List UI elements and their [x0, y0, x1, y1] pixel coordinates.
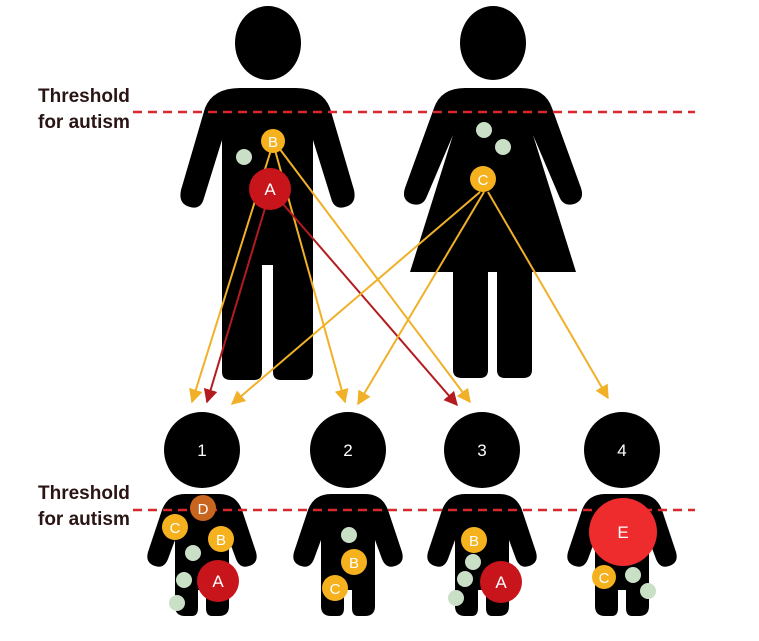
child-2-factor-c-letter: C	[330, 581, 341, 598]
child-2-factor-b-letter: B	[349, 555, 359, 572]
arrow-father-b-to-child-3	[278, 147, 471, 404]
arrow-mother-c-to-child-1	[230, 191, 481, 405]
father-factor-a-letter: A	[264, 180, 276, 199]
child-4-factor-c	[592, 565, 616, 589]
minor-factor-dot	[625, 567, 641, 583]
child-1-factor-c-letter: C	[170, 520, 181, 537]
child-4-label: 4	[617, 441, 626, 460]
child-2-head	[310, 412, 386, 488]
threshold-label-line1: Threshold	[38, 483, 130, 504]
arrow-mother-c-to-child-2	[357, 191, 485, 406]
minor-factor-dot	[495, 139, 511, 155]
minor-factor-dot	[185, 545, 201, 561]
minor-factor-dot	[476, 122, 492, 138]
child-2-label: 2	[343, 441, 352, 460]
threshold-label-line2: for autism	[38, 112, 130, 133]
minor-factor-dot	[341, 527, 357, 543]
arrow-mother-c-to-child-4	[487, 191, 609, 400]
minor-factor-dot	[640, 583, 656, 599]
threshold-label-top: Threshold for autism	[38, 84, 130, 136]
father-factor-a	[249, 168, 291, 210]
child-1-label: 1	[197, 441, 206, 460]
child-1-factor-b-letter: B	[216, 532, 226, 549]
mother-figure	[403, 6, 583, 378]
child-2-factor-c	[322, 575, 348, 601]
father-head	[235, 6, 301, 80]
child-3-factor-a-letter: A	[495, 573, 507, 592]
father-factor-b	[261, 129, 285, 153]
child-1-factor-a-letter: A	[212, 572, 224, 591]
minor-factor-dot	[236, 149, 252, 165]
child-3-label: 3	[477, 441, 486, 460]
mother-head	[460, 6, 526, 80]
mother-factor-c-letter: C	[478, 172, 489, 189]
child-1-factor-d	[190, 495, 216, 521]
child-4-factor-c-letter: C	[599, 570, 610, 587]
child-4-head	[584, 412, 660, 488]
child-1-head	[164, 412, 240, 488]
minor-factor-dot	[457, 571, 473, 587]
child-3-factor-a	[480, 561, 522, 603]
child-1-factor-b	[208, 526, 234, 552]
threshold-label-line2: for autism	[38, 509, 130, 530]
minor-factor-dot	[169, 595, 185, 611]
child-3-factor-b-letter: B	[469, 533, 479, 550]
child-1-factor-c	[162, 514, 188, 540]
minor-factor-dot	[176, 572, 192, 588]
threshold-label-bottom: Threshold for autism	[38, 481, 130, 533]
threshold-label-line1: Threshold	[38, 86, 130, 107]
child-2-factor-b	[341, 549, 367, 575]
minor-factor-dot	[465, 554, 481, 570]
child-3-figure	[427, 412, 537, 616]
arrow-father-a-to-child-3	[282, 203, 458, 407]
child-1-factor-a	[197, 560, 239, 602]
child-3-head	[444, 412, 520, 488]
mother-body	[403, 88, 583, 378]
child-4-factor-e	[589, 498, 657, 566]
father-figure	[180, 6, 355, 380]
child-1-factor-d-letter: D	[198, 501, 209, 518]
father-factor-b-letter: B	[268, 134, 278, 151]
arrow-father-a-to-child-1	[203, 204, 267, 404]
minor-factor-dot	[448, 590, 464, 606]
father-body	[180, 88, 355, 380]
child-4-factor-e-letter: E	[617, 523, 628, 542]
child-3-body	[427, 494, 537, 616]
mother-factor-c	[470, 166, 496, 192]
child-3-factor-b	[461, 527, 487, 553]
